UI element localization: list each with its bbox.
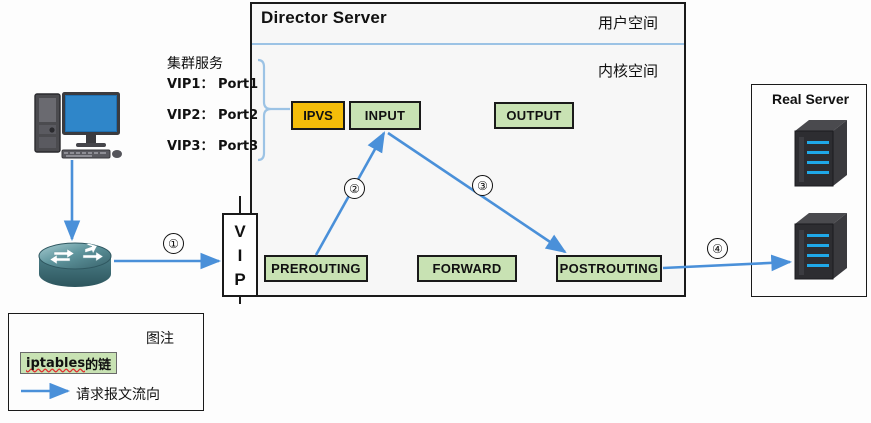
- user-kernel-divider: [252, 43, 684, 45]
- ipvs-box: IPVS: [291, 101, 345, 130]
- server-tower-icon: [794, 120, 847, 187]
- cluster-service-brace: [257, 58, 290, 162]
- vip-letter-i: I: [237, 245, 243, 265]
- vip-letter-v: V: [234, 221, 246, 241]
- vip-letter-p: P: [234, 269, 246, 289]
- cluster-service-entry: VIP1： Port1: [167, 77, 259, 92]
- vip-box: V I P: [222, 213, 258, 297]
- postrouting-chain-box: POSTROUTING: [556, 255, 662, 282]
- legend-chain-mono-text: iptables: [26, 355, 86, 371]
- flow-step-1: ①: [163, 233, 184, 254]
- legend-title: 图注: [146, 331, 174, 347]
- legend-flow-label: 请求报文流向: [76, 387, 160, 403]
- cluster-service-entry: VIP3： Port3: [167, 139, 259, 154]
- director-server-panel: [250, 2, 686, 297]
- server-tower-icon: [794, 213, 847, 280]
- cluster-service-title: 集群服务: [167, 56, 223, 72]
- output-chain-box: OUTPUT: [494, 102, 574, 129]
- flow-step-4: ④: [707, 238, 728, 259]
- vip-connector-top: [239, 196, 241, 214]
- flow-step-2: ②: [344, 178, 365, 199]
- user-space-label: 用户空间: [598, 14, 659, 32]
- desktop-computer-icon: [34, 92, 122, 159]
- real-server-title: Real Server: [772, 91, 850, 107]
- vip-connector-bottom: [239, 296, 241, 304]
- prerouting-chain-box: PREROUTING: [264, 255, 368, 282]
- flow-step-3: ③: [472, 175, 493, 196]
- cluster-service-entry: VIP2： Port2: [167, 108, 259, 123]
- input-chain-box: INPUT: [349, 101, 421, 130]
- kernel-space-label: 内核空间: [598, 62, 659, 80]
- legend-chain-suffix-text: 的链: [85, 357, 112, 373]
- forward-chain-box: FORWARD: [417, 255, 517, 282]
- legend-flow-arrow: [21, 383, 71, 399]
- director-server-title: Director Server: [261, 8, 387, 27]
- router-icon: [38, 242, 112, 287]
